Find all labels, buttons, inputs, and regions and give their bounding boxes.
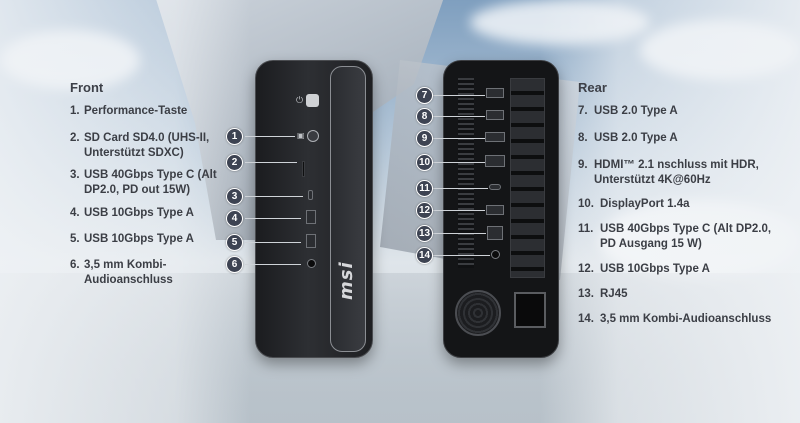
- callout-line: [245, 264, 301, 265]
- rear-heading: Rear: [578, 80, 607, 95]
- callout-badge: 1: [226, 128, 243, 145]
- hdmi-port: [485, 132, 505, 142]
- usb-a-port: [306, 210, 316, 224]
- callout-badge: 6: [226, 256, 243, 273]
- callout-badge: 11: [416, 180, 433, 197]
- performance-button-icon: ▣: [297, 131, 305, 140]
- list-item: 5.USB 10Gbps Type A: [70, 233, 194, 245]
- list-item: 4.USB 10Gbps Type A: [70, 207, 194, 219]
- rear-spec-list: 7.USB 2.0 Type A 8.USB 2.0 Type A 9.HDMI…: [578, 104, 778, 327]
- performance-button: [307, 130, 319, 142]
- list-item: 1.Performance-Taste: [70, 105, 188, 117]
- list-item: 12.USB 10Gbps Type A: [578, 263, 710, 275]
- callout-line: [433, 255, 490, 256]
- list-item: 14.3,5 mm Kombi-Audioanschluss: [578, 313, 772, 325]
- callout-badge: 7: [416, 87, 433, 104]
- fan-icon: [455, 290, 501, 336]
- list-item: 10.DisplayPort 1.4a: [578, 198, 690, 210]
- callout-line: [245, 242, 301, 243]
- callout-line: [245, 196, 303, 197]
- callout-badge: 2: [226, 154, 243, 171]
- callout-line: [245, 218, 301, 219]
- audio-jack: [307, 259, 316, 268]
- callout-badge: 9: [416, 130, 433, 147]
- list-item: 11.USB 40Gbps Type C (Alt DP2.0, PD Ausg…: [578, 223, 772, 250]
- rj45-port: [487, 226, 503, 240]
- callout-line: [433, 210, 485, 211]
- expansion-slot: [510, 78, 545, 278]
- front-heading: Front: [70, 80, 104, 95]
- callout-line: [245, 162, 297, 163]
- sd-card-slot: [302, 161, 305, 177]
- callout-badge: 14: [416, 247, 433, 264]
- callout-badge: 12: [416, 202, 433, 219]
- list-item: 2.SD Card SD4.0 (UHS-II, Unterstützt SDX…: [70, 132, 210, 159]
- list-item: 9.HDMI™ 2.1 nschluss mit HDR, Unterstütz…: [578, 159, 759, 186]
- callout-badge: 8: [416, 108, 433, 125]
- rear-vent: [458, 78, 474, 268]
- msi-logo: msi: [336, 261, 357, 300]
- usb-a-port: [486, 205, 504, 215]
- callout-line: [245, 136, 295, 137]
- usb-a-port: [486, 88, 504, 98]
- right-overlay: [540, 0, 800, 423]
- callout-badge: 4: [226, 210, 243, 227]
- callout-line: [433, 233, 486, 234]
- list-item: 13.RJ45: [578, 288, 628, 300]
- callout-line: [433, 188, 488, 189]
- front-light-bar: [330, 66, 366, 352]
- displayport-port: [485, 155, 505, 167]
- power-button-icon: ⏻: [296, 95, 304, 105]
- callout-badge: 3: [226, 188, 243, 205]
- list-item: 8.USB 2.0 Type A: [578, 132, 678, 144]
- callout-line: [433, 162, 485, 163]
- usb-c-port: [308, 190, 313, 200]
- callout-badge: 13: [416, 225, 433, 242]
- left-overlay: [0, 0, 250, 423]
- audio-jack: [491, 250, 500, 259]
- list-item: 3.USB 40Gbps Type C (Alt DP2.0, PD out 1…: [70, 169, 217, 196]
- callout-badge: 10: [416, 154, 433, 171]
- usb-c-port: [489, 184, 501, 190]
- usb-a-port: [486, 110, 504, 120]
- callout-badge: 5: [226, 234, 243, 251]
- callout-line: [433, 116, 485, 117]
- list-item: 7.USB 2.0 Type A: [578, 105, 678, 117]
- front-spec-list: 1.Performance-Taste 2.SD Card SD4.0 (UHS…: [70, 104, 235, 288]
- callout-line: [433, 138, 485, 139]
- usb-a-port: [306, 234, 316, 248]
- callout-line: [433, 95, 485, 96]
- power-socket-icon: [514, 292, 546, 328]
- list-item: 6.3,5 mm Kombi-Audioanschluss: [70, 259, 173, 286]
- power-button: [306, 94, 319, 107]
